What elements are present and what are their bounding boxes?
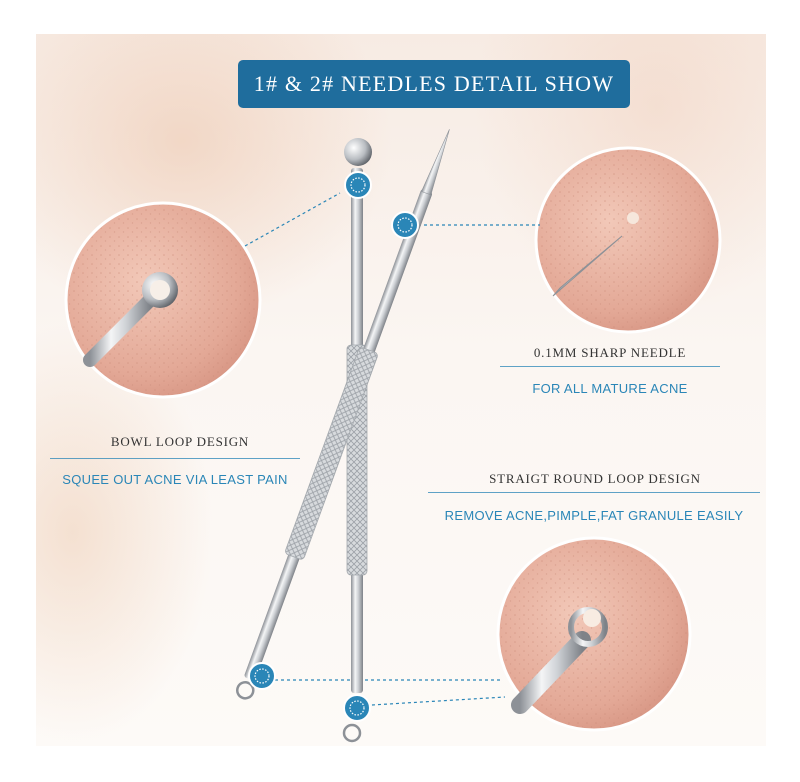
banner-title: 1# & 2# NEEDLES DETAIL SHOW (238, 60, 630, 108)
marker-top-right (391, 211, 419, 239)
bowl-loop-title: BOWL LOOP DESIGN (110, 434, 250, 449)
sharp-needle-closeup (534, 146, 722, 334)
marker-bottom-left (248, 662, 276, 690)
round-loop-description: REMOVE ACNE,PIMPLE,FAT GRANULE EASILY (444, 508, 744, 523)
bowl-loop-description: SQUEE OUT ACNE VIA LEAST PAIN (62, 472, 288, 487)
bowl-loop-closeup (64, 201, 262, 399)
sharp-needle-title: 0.1MM SHARP NEEDLE (533, 345, 687, 360)
extractor-tool-2 (236, 129, 450, 700)
round-loop-divider (428, 492, 760, 493)
round-loop-closeup (496, 536, 692, 732)
round-loop-title: STRAIGT ROUND LOOP DESIGN (489, 471, 701, 486)
bowl-loop-divider (50, 458, 300, 459)
connector-lines (244, 192, 540, 706)
marker-top-left (344, 171, 372, 199)
sharp-needle-divider (500, 366, 720, 367)
extractor-tool-1 (342, 138, 372, 743)
marker-bottom-center (343, 694, 371, 722)
sharp-needle-description: FOR ALL MATURE ACNE (532, 381, 688, 396)
